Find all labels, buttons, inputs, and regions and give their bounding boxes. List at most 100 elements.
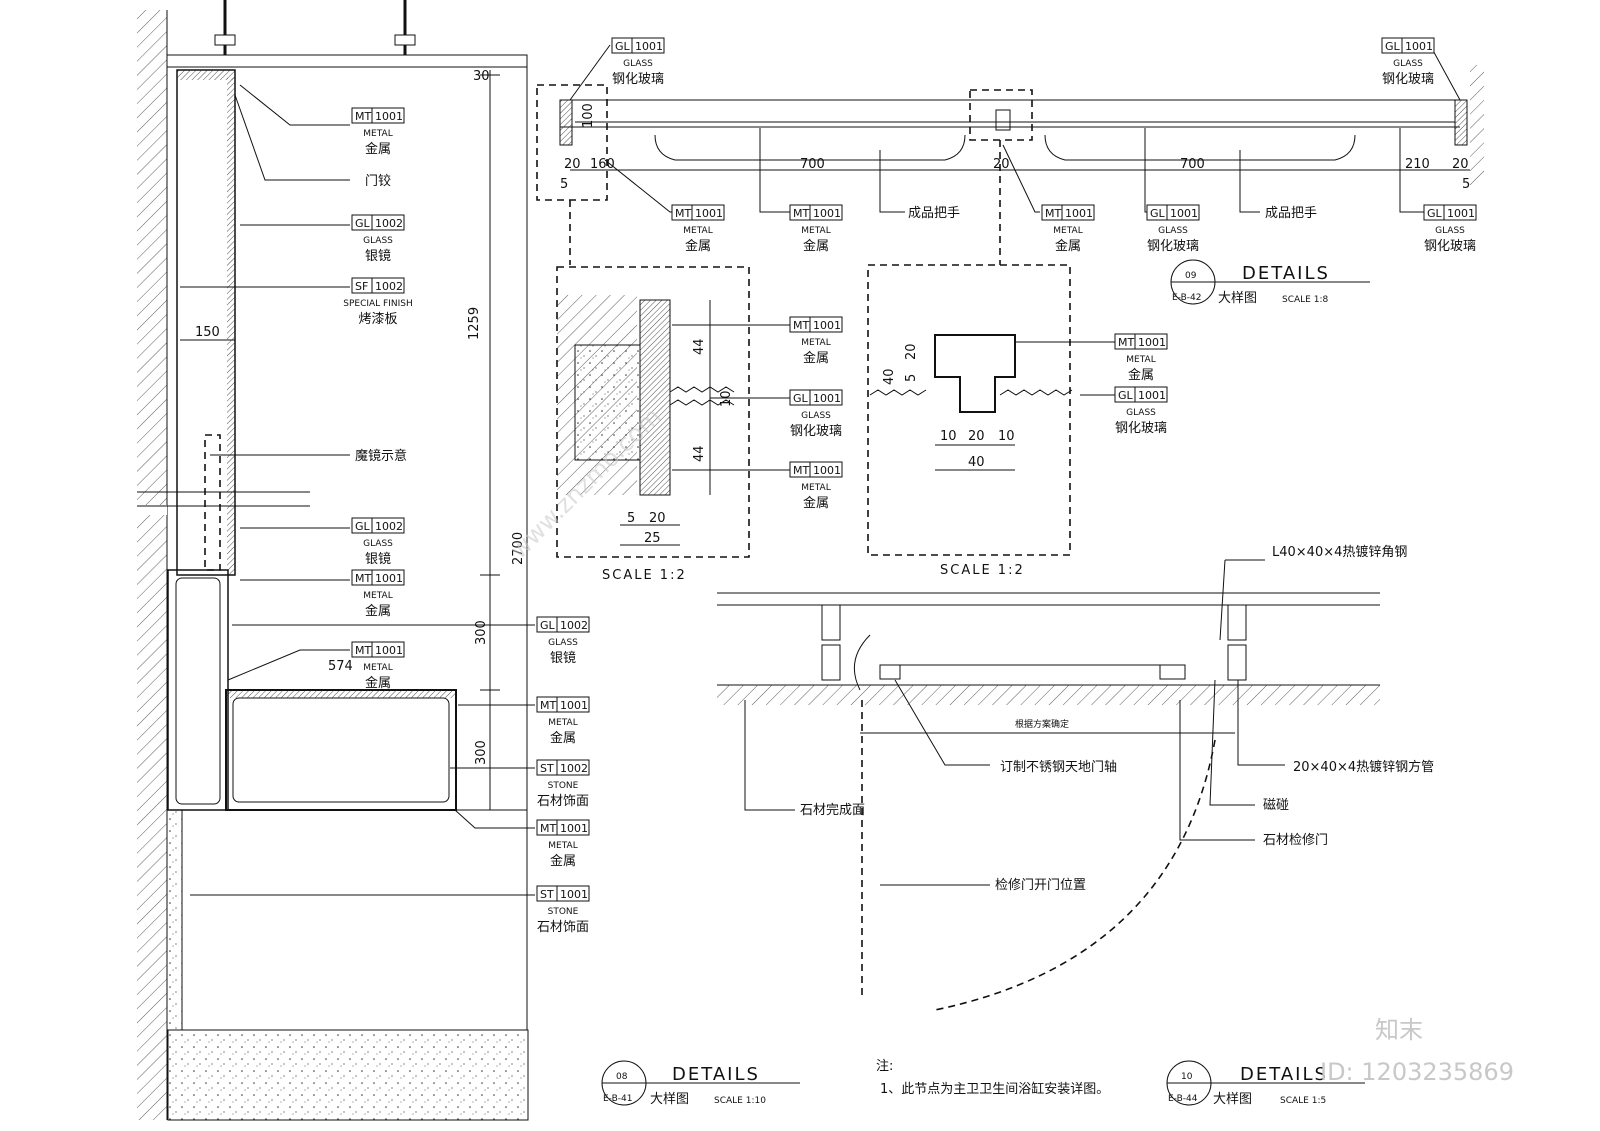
title-08-num: 08 [616,1072,628,1082]
section-10 [717,559,1380,1011]
label-handle-2: 成品把手 [1265,206,1317,221]
label-magnet: 磁碰 [1263,798,1289,813]
callout-number: 1001 [1065,207,1093,220]
label-access-door: 石材检修门 [1263,833,1328,848]
callout-number: 1001 [375,572,403,585]
callout-material-en: STONE [548,781,579,791]
callout-code: GL [793,392,809,405]
dim-dl-10: 10 [719,390,734,407]
dim-top-700a: 700 [800,157,825,172]
label-determined: 根据方案确定 [1015,718,1069,730]
callout-number: 1001 [375,644,403,657]
dim-dr-20: 20 [904,343,919,360]
dim-top-5: 5 [560,177,568,192]
label-magic-mirror: 魔镜示意 [355,448,407,464]
callout-material-en: GLASS [1126,408,1156,418]
callout-code: GL [615,40,631,53]
callout-material-cn: 石材饰面 [537,794,589,809]
detail-a [556,266,790,558]
callout-code: MT [1045,207,1061,220]
callout-material-en: GLASS [548,638,578,648]
label-stone-finish: 石材完成面 [800,803,865,818]
callout-code: MT [1118,336,1134,349]
callout-number: 1001 [813,464,841,477]
dim-150: 150 [195,325,220,340]
callout-box [536,759,590,776]
dim-dl-44a: 44 [692,338,707,355]
dim-1259: 1259 [467,307,482,340]
detail-b [867,264,1115,556]
callout-material-en: METAL [363,591,392,601]
callout-code: MT [793,464,809,477]
callout-box [536,885,590,902]
callout-number: 1001 [813,319,841,332]
dim-574: 574 [328,659,353,674]
callout-number: 1001 [813,392,841,405]
callout-material-cn: 钢化玻璃 [790,424,842,439]
dim-dr-10b: 10 [998,429,1015,444]
callout-material-en: GLASS [623,59,653,69]
callout-material-cn: 烤漆板 [358,311,397,327]
callout-code: GL [355,217,371,230]
callout-material-en: METAL [548,841,577,851]
callout-code: MT [355,572,371,585]
title-10-cn: 大样图 [1213,1092,1252,1107]
callout-box [611,37,665,54]
callout-box [1041,204,1095,221]
text-labels: 门铰 魔镜示意 成品把手 成品把手 L40×40×4热镀锌角钢 根据方案确定 订… [355,174,1434,893]
callout-material-en: METAL [801,483,830,493]
callout-code: MT [675,207,691,220]
callout-code: SF [355,280,368,293]
title-09-cn: 大样图 [1218,291,1257,306]
callout-material-cn: 银镜 [365,552,391,567]
title-08-word: DETAILS [672,1064,760,1085]
dim-top-210: 210 [1405,157,1430,172]
callout-number: 1001 [1138,336,1166,349]
callout-material-en: GLASS [1435,226,1465,236]
dim-dl-20: 20 [649,511,666,526]
dim-300a: 300 [474,620,489,645]
callout-material-cn: 金属 [803,495,829,511]
title-10-scale: SCALE 1:5 [1280,1096,1326,1106]
callout-material-en: METAL [363,129,392,139]
dim-top-5b: 5 [1462,177,1470,192]
callout-box [351,214,405,231]
callout-material-cn: 金属 [550,853,576,869]
callout-number: 1001 [1447,207,1475,220]
title-block-09: 09 E-B-42 DETAILS 大样图 SCALE 1:8 [1172,263,1328,306]
callout-code: GL [1385,40,1401,53]
label-hinge: 门铰 [365,174,391,189]
dim-top-160: 160 [590,157,615,172]
callout-material-en: GLASS [1158,226,1188,236]
scale-label-b: SCALE 1:2 [940,563,1025,578]
label-pivot: 订制不锈钢天地门轴 [1000,760,1117,775]
title-09-sheet: E-B-42 [1172,293,1202,303]
callout-box [789,316,843,333]
callout-box [671,204,725,221]
callout-box [536,696,590,713]
label-square-tube: 20×40×4热镀锌钢方管 [1293,759,1434,775]
callout-material-cn: 银镜 [550,651,576,666]
callout-box [789,389,843,406]
title-10-word: DETAILS [1240,1064,1328,1085]
callout-number: 1001 [1138,389,1166,402]
callout-number: 1002 [375,280,403,293]
callout-number: 1001 [695,207,723,220]
dim-2700: 2700 [511,532,526,565]
callout-box [536,819,590,836]
callout-material-en: METAL [1126,355,1155,365]
callout-material-en: METAL [363,663,392,673]
title-10-sheet: E-B-44 [1168,1094,1198,1104]
callout-box [536,616,590,633]
